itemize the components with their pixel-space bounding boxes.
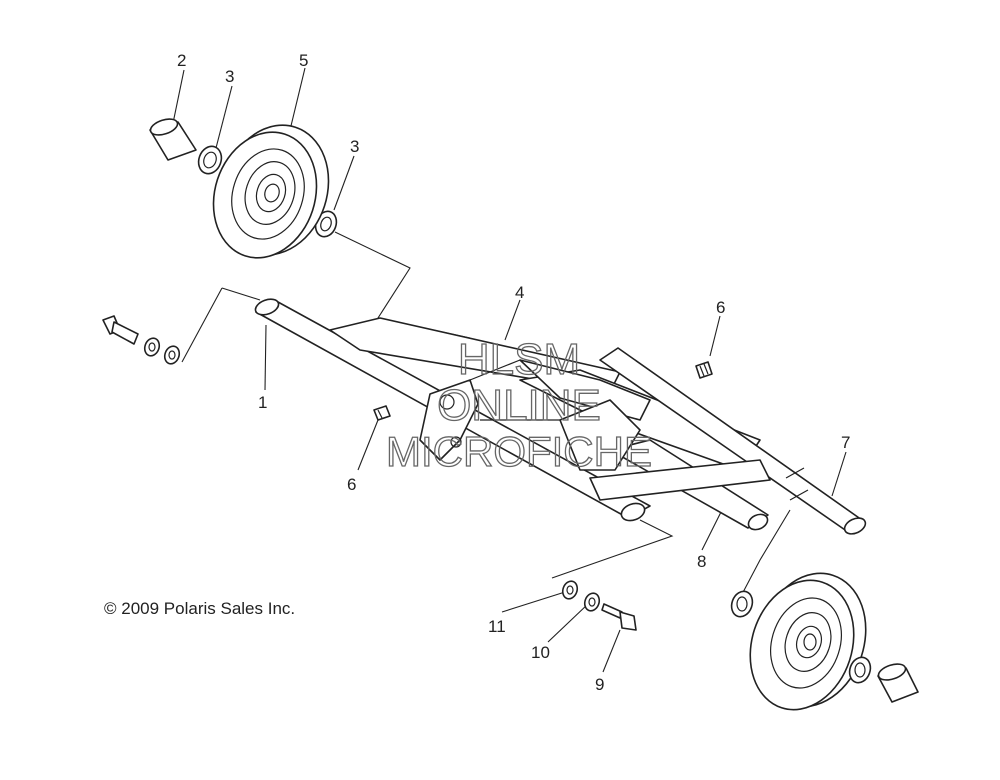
watermark-line-1: HLSM [458, 335, 580, 384]
watermark-line-3: MICROFICHE [386, 428, 652, 475]
spacer-tube-upper [149, 118, 197, 161]
callout-7: 7 [841, 433, 850, 452]
washer-left-1 [143, 337, 161, 357]
washer-upper-left [197, 145, 223, 175]
callout-6-bottom: 6 [347, 475, 356, 494]
grease-fitting-top [695, 361, 713, 379]
callout-2: 2 [177, 51, 186, 70]
idler-wheel-lower [749, 572, 867, 711]
callout-11: 11 [488, 617, 506, 636]
washer-left-2 [163, 345, 181, 365]
grease-fitting-bottom [373, 405, 391, 421]
rear-axle-frame [254, 298, 867, 535]
watermark-line-2: ONLINE [437, 381, 601, 430]
washer-10 [583, 592, 601, 612]
callout-1: 1 [258, 393, 267, 412]
washer-lower-left [730, 590, 754, 618]
callout-6-top: 6 [716, 298, 725, 317]
callout-5: 4 [515, 283, 524, 302]
spacer-tube-lower [877, 663, 919, 703]
callout-3-upper-left: 3 [225, 67, 234, 86]
callout-3-upper-right: 3 [350, 137, 359, 156]
callout-9: 9 [595, 675, 604, 694]
callout-labels: 2 3 5 3 4 6 1 6 7 8 11 10 9 [177, 51, 850, 694]
callout-10: 10 [531, 643, 550, 662]
bolt-9 [601, 603, 637, 631]
leader-lines [171, 67, 847, 673]
callout-4: 5 [299, 51, 308, 70]
bolt-left [102, 315, 139, 345]
callout-8: 8 [697, 552, 706, 571]
watermark: HLSM ONLINE MICROFICHE [385, 334, 652, 475]
washer-11 [561, 580, 579, 600]
washer-lower-right [848, 656, 872, 684]
copyright-notice: © 2009 Polaris Sales Inc. [104, 599, 295, 618]
idler-wheel-upper [212, 124, 330, 259]
